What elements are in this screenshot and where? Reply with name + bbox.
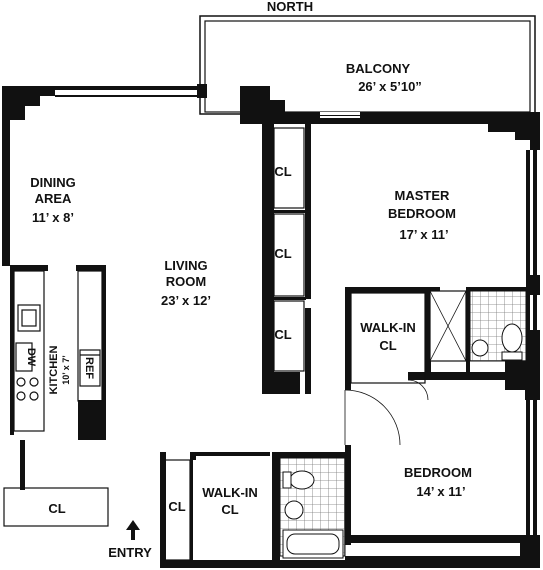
master-name-1: MASTER (395, 188, 451, 203)
entry-arrow-icon (126, 520, 140, 540)
bedroom-dims: 14’ x 11’ (416, 484, 465, 499)
living-dims: 23’ x 12’ (161, 293, 211, 308)
master-name-2: BEDROOM (388, 206, 456, 221)
bedroom-bathroom (279, 457, 346, 559)
kitchen-dims: 10’ x 7’ (61, 355, 71, 385)
walkin-entry-line2: CL (221, 502, 238, 517)
dining-name-1: DINING (30, 175, 76, 190)
master-dims: 17’ x 11’ (399, 227, 448, 242)
door-swings (344, 379, 429, 446)
closet-3-label: CL (274, 327, 291, 342)
dishwasher-label: DW (25, 348, 37, 367)
kitchen-closet-label: CL (48, 501, 65, 516)
closet-outlines (3, 127, 426, 561)
entry-label: ENTRY (108, 545, 152, 560)
closet-2-label: CL (274, 246, 291, 261)
bedroom-name: BEDROOM (404, 465, 472, 480)
balcony-name: BALCONY (346, 61, 411, 76)
dining-dims: 11’ x 8’ (32, 210, 74, 225)
walkin-master-line1: WALK-IN (360, 320, 416, 335)
closet-1-label: CL (274, 164, 291, 179)
dining-name-2: AREA (35, 191, 72, 206)
kitchen-name: KITCHEN (48, 346, 60, 395)
interior-walls (10, 124, 528, 568)
exterior-walls (2, 84, 540, 568)
refrigerator-label: REF (83, 357, 95, 379)
walkin-entry-line1: WALK-IN (202, 485, 258, 500)
living-name-1: LIVING (164, 258, 207, 273)
living-name-2: ROOM (166, 274, 206, 289)
north-label: NORTH (267, 0, 313, 14)
walkin-master-line2: CL (379, 338, 396, 353)
kitchen-counters (13, 270, 103, 432)
balcony-dims: 26’ x 5’10” (358, 79, 422, 94)
master-bathroom (429, 290, 527, 362)
stove-burners (16, 377, 39, 401)
foyer-closet-label: CL (168, 499, 185, 514)
